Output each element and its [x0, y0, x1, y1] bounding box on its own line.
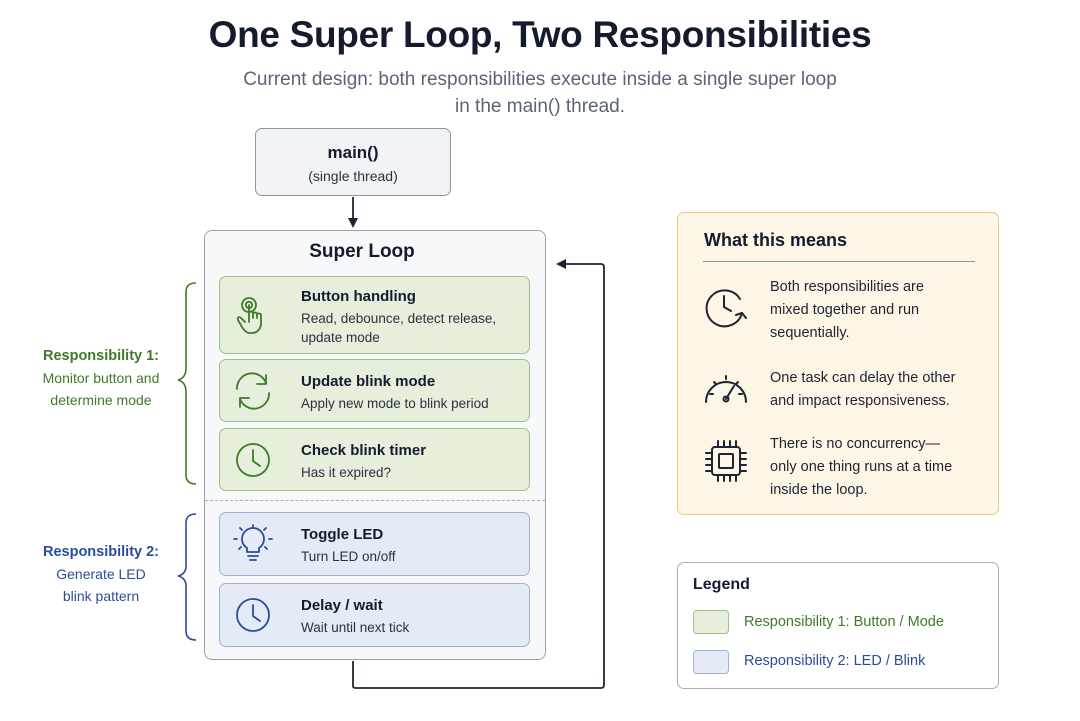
step-title: Update blink mode [301, 373, 436, 390]
step-description-line-1: Read, debounce, detect release, [301, 311, 497, 326]
info-line: Both responsibilities are [770, 279, 924, 295]
info-item-3: There is no concurrency— only one thing … [770, 433, 990, 502]
step-title: Check blink timer [301, 442, 427, 459]
responsibility-2-bracket [177, 513, 197, 641]
page-subtitle: Current design: both responsibilities ex… [140, 66, 940, 120]
info-line: One task can delay the other [770, 370, 956, 386]
step-check-blink-timer: Check blink timer Has it expired? [219, 428, 530, 491]
responsibility-heading: Responsibility 1: [42, 348, 160, 364]
legend-label-responsibility-2: Responsibility 2: LED / Blink [744, 653, 926, 669]
step-description-line-2: update mode [301, 330, 380, 345]
responsibility-2-label: Responsibility 2: Generate LED blink pat… [26, 541, 176, 607]
what-this-means-panel [677, 212, 999, 515]
step-description-line-1: Has it expired? [301, 465, 392, 480]
responsibility-heading: Responsibility 2: [42, 544, 160, 560]
pointer-hand-icon [236, 297, 262, 334]
info-item-1: Both responsibilities are mixed together… [770, 276, 990, 345]
info-title: What this means [704, 230, 848, 250]
responsibility-line-1: Generate LED [56, 566, 146, 582]
clock-arrow-icon [705, 289, 747, 328]
step-description-line-1: Wait until next tick [301, 620, 410, 635]
step-update-blink-mode: Update blink mode Apply new mode to blin… [219, 359, 530, 422]
subtitle-line-1: Current design: both responsibilities ex… [243, 69, 837, 90]
info-line: only one thing runs at a time [770, 459, 953, 475]
legend-panel [677, 562, 999, 689]
responsibility-1-label: Responsibility 1: Monitor button and det… [26, 345, 176, 411]
info-line: There is no concurrency— [770, 436, 941, 452]
speedometer-icon [705, 375, 747, 403]
super-loop-title: Super Loop [309, 241, 415, 262]
responsibility-line-2: blink pattern [62, 588, 140, 604]
info-line: and impact responsiveness. [770, 393, 950, 409]
legend-title: Legend [693, 576, 750, 593]
step-description-line-1: Turn LED on/off [301, 549, 396, 564]
subtitle-line-2: in the main() thread. [454, 96, 626, 117]
main-thread-box: main() (single thread) [255, 128, 451, 196]
clock-icon [236, 442, 270, 477]
step-title: Toggle LED [301, 526, 384, 543]
clock-icon [236, 598, 270, 632]
step-delay-wait: Delay / wait Wait until next tick [219, 583, 530, 647]
main-box-subtitle: (single thread) [308, 168, 398, 184]
responsibility-divider [205, 500, 545, 501]
legend-swatch-responsibility-1 [693, 610, 729, 634]
page-title: One Super Loop, Two Responsibilities [208, 14, 872, 55]
step-toggle-led: Toggle LED Turn LED on/off [219, 512, 530, 576]
cpu-chip-icon [705, 440, 747, 482]
responsibility-1-bracket [177, 282, 197, 485]
light-bulb-icon [233, 524, 273, 561]
legend-label-responsibility-1: Responsibility 1: Button / Mode [744, 614, 944, 630]
step-title: Delay / wait [301, 597, 383, 614]
info-line: sequentially. [770, 325, 850, 341]
info-item-2: One task can delay the other and impact … [770, 367, 990, 413]
responsibility-line-2: determine mode [50, 392, 152, 408]
step-button-handling: Button handling Read, debounce, detect r… [219, 276, 530, 354]
step-description-line-1: Apply new mode to blink period [301, 396, 489, 411]
step-title: Button handling [301, 288, 416, 305]
info-line: mixed together and run [770, 302, 920, 318]
info-line: inside the loop. [770, 482, 868, 498]
refresh-icon [236, 371, 270, 410]
main-box-title: main() [327, 143, 379, 162]
legend-swatch-responsibility-2 [693, 650, 729, 674]
responsibility-line-1: Monitor button and [42, 370, 160, 386]
info-divider [703, 261, 975, 262]
